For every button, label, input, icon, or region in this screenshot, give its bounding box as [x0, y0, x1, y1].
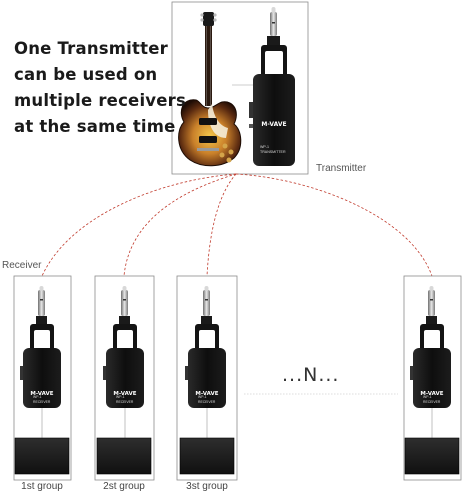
- receiver-model-labels: WP-1 RECEIVER WP-1 RECEIVER WP-1 RECEIVE…: [33, 395, 441, 404]
- wireless-links: [41, 173, 433, 277]
- receiver-brand-n: M-VAVE: [420, 391, 443, 397]
- receiver-type-1: RECEIVER: [33, 400, 51, 404]
- link-to-receiver-3: [206, 173, 237, 277]
- group-label-3: 3st group: [186, 481, 228, 492]
- receiver-frame-2: [94, 275, 155, 481]
- amplifier-2: [96, 437, 152, 475]
- receiver-device-3: [185, 286, 226, 408]
- amplifiers: [14, 437, 460, 475]
- transmitter-frame: [171, 1, 309, 175]
- headline-line-4: at the same time: [14, 117, 176, 136]
- headline: One Transmitter can be used on multiple …: [14, 36, 186, 140]
- amplifier-n: [404, 437, 460, 475]
- receiver-type-2: RECEIVER: [116, 400, 134, 404]
- receiver-frame-1: [13, 275, 72, 481]
- receiver-model-2: WP-1: [116, 395, 125, 399]
- link-to-receiver-n: [235, 173, 433, 277]
- link-to-receiver-2: [123, 173, 237, 277]
- headline-line-2: can be used on: [14, 65, 158, 84]
- receiver-model-3: WP-1: [198, 395, 207, 399]
- ellipsis-n: ...N...: [282, 364, 340, 386]
- amplifier-3: [179, 437, 235, 475]
- headline-line-3: multiple receivers: [14, 91, 186, 110]
- receiver-brand-3: M-VAVE: [195, 391, 218, 397]
- guitar-illustration: [178, 12, 242, 167]
- receiver-device-n: [410, 286, 451, 408]
- receiver-type-3: RECEIVER: [198, 400, 216, 404]
- link-to-receiver-1: [41, 173, 237, 277]
- receiver-frame-3: [176, 275, 238, 481]
- amplifier-1: [14, 437, 70, 475]
- group-label-2: 2st group: [103, 481, 145, 492]
- receiver-type-n: RECEIVER: [423, 400, 441, 404]
- transmitter-type: TRANSMITTER: [260, 150, 286, 154]
- receiver-device-2: [103, 286, 144, 408]
- receiver-label: Receiver: [2, 260, 42, 271]
- receiver-frame-n: [403, 275, 462, 481]
- receiver-brand-2: M-VAVE: [113, 391, 136, 397]
- transmitter-brand: M-VAVE: [261, 121, 286, 128]
- transmitter-device: [249, 7, 295, 166]
- receiver-labels: M-VAVE M-VAVE M-VAVE M-VAVE: [30, 391, 443, 397]
- group-label-1: 1st group: [21, 481, 63, 492]
- transmitter-model: WP-1: [260, 145, 269, 149]
- receiver-brand-1: M-VAVE: [30, 391, 53, 397]
- receiver-model-n: WP-1: [423, 395, 432, 399]
- receiver-device-1: [20, 286, 61, 408]
- receiver-model-1: WP-1: [33, 395, 42, 399]
- headline-line-1: One Transmitter: [14, 39, 168, 58]
- transmitter-label: Transmitter: [316, 163, 367, 174]
